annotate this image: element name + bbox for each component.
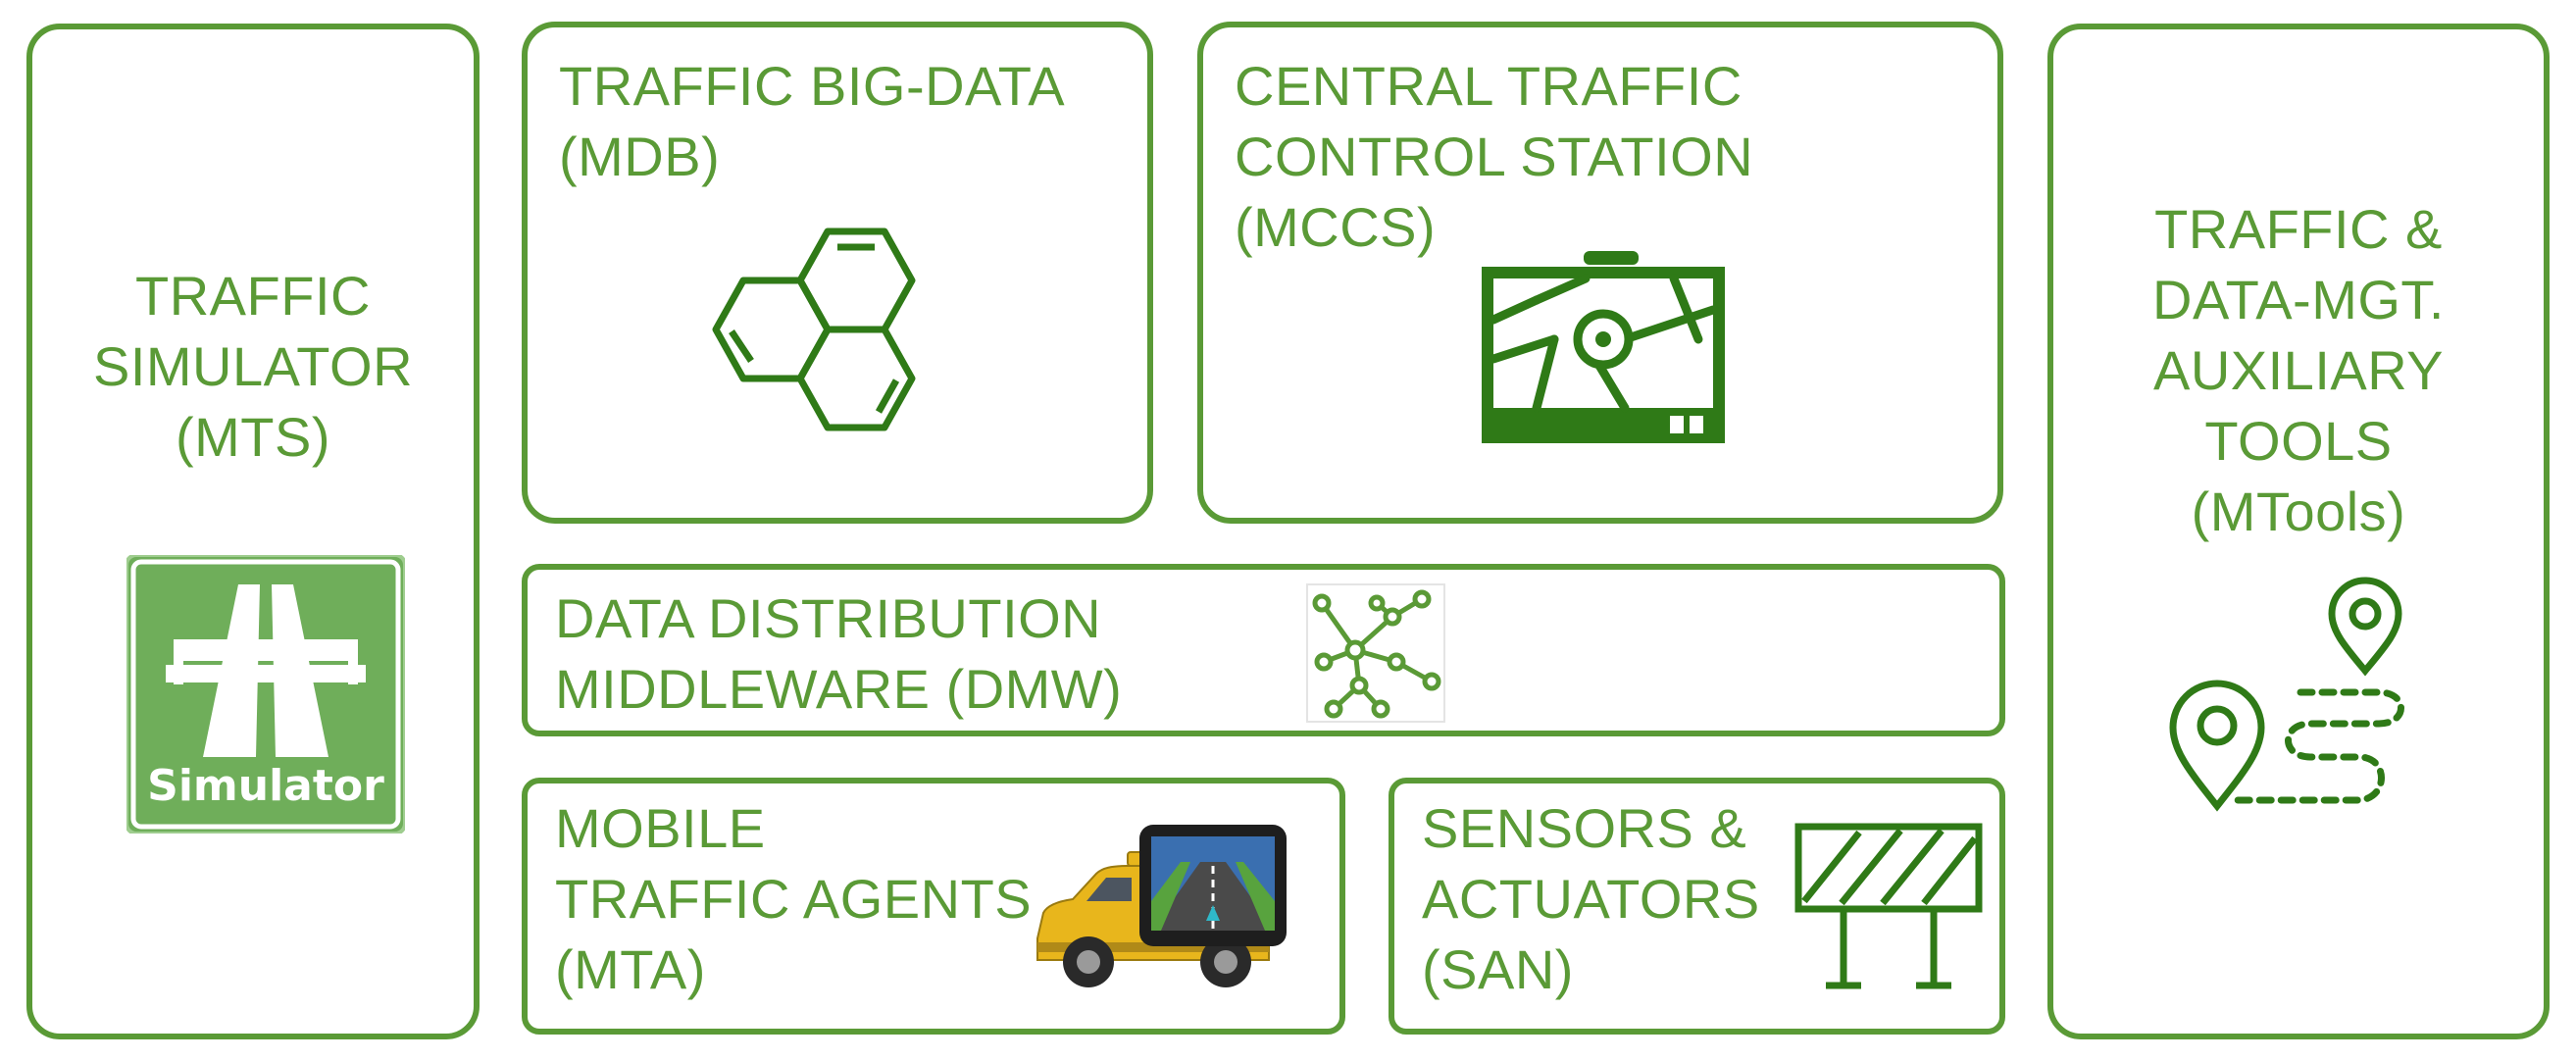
route-pins-icon: [2163, 571, 2428, 855]
label-line: TRAFFIC &: [2154, 198, 2443, 260]
simulator-block: TRAFFIC SIMULATOR (MTS) Simulator: [26, 24, 480, 1039]
label-line: (MCCS): [1235, 196, 1437, 258]
label-line: MIDDLEWARE (DMW): [555, 658, 1123, 720]
san-label: SENSORS & ACTUATORS (SAN): [1422, 793, 1760, 1005]
label-line: (MTS): [175, 406, 330, 468]
road-barrier-icon: [1791, 823, 1987, 993]
label-line: CENTRAL TRAFFIC: [1235, 55, 1743, 117]
bigdata-block: TRAFFIC BIG-DATA (MDB): [522, 22, 1153, 524]
mta-label: MOBILE TRAFFIC AGENTS (MTA): [555, 793, 1032, 1005]
central-block: CENTRAL TRAFFIC CONTROL STATION (MCCS): [1197, 22, 2003, 524]
label-line: CONTROL STATION: [1235, 126, 1754, 187]
dmw-label: DATA DISTRIBUTION MIDDLEWARE (DMW): [555, 583, 1122, 725]
label-line: TOOLS: [2204, 410, 2393, 472]
label-line: ACTUATORS: [1422, 868, 1760, 930]
label-line: TRAFFIC AGENTS: [555, 868, 1033, 930]
label-line: (MTools): [2191, 480, 2406, 542]
label-line: DATA-MGT.: [2152, 269, 2445, 330]
label-line: (MTA): [555, 938, 706, 1000]
label-line: TRAFFIC BIG-DATA: [559, 55, 1066, 117]
hexagon-cluster-icon: [700, 224, 955, 479]
dmw-block: DATA DISTRIBUTION MIDDLEWARE (DMW): [522, 564, 2005, 736]
label-line: DATA DISTRIBUTION: [555, 587, 1102, 649]
label-line: (MDB): [559, 126, 721, 187]
label-line: MOBILE: [555, 797, 766, 859]
mta-block: MOBILE TRAFFIC AGENTS (MTA): [522, 778, 1345, 1035]
bigdata-label: TRAFFIC BIG-DATA (MDB): [559, 51, 1065, 192]
san-block: SENSORS & ACTUATORS (SAN): [1389, 778, 2005, 1035]
highway-simulator-icon: Simulator: [126, 555, 405, 834]
network-graph-icon: [1306, 583, 1445, 723]
control-monitor-icon: [1478, 251, 1729, 447]
label-line: SIMULATOR: [92, 335, 414, 397]
tools-label: TRAFFIC & DATA-MGT. AUXILIARY TOOLS (MTo…: [2053, 194, 2544, 547]
label-line: (SAN): [1422, 938, 1574, 1000]
simulator-label: TRAFFIC SIMULATOR (MTS): [32, 261, 474, 473]
tools-block: TRAFFIC & DATA-MGT. AUXILIARY TOOLS (MTo…: [2047, 24, 2550, 1039]
taxi-gps-icon: [1034, 823, 1290, 995]
label-line: SENSORS &: [1422, 797, 1747, 859]
label-line: AUXILIARY: [2152, 339, 2445, 401]
central-label: CENTRAL TRAFFIC CONTROL STATION (MCCS): [1235, 51, 1753, 263]
simulator-badge-text: Simulator: [147, 761, 384, 811]
label-line: TRAFFIC: [135, 265, 371, 327]
